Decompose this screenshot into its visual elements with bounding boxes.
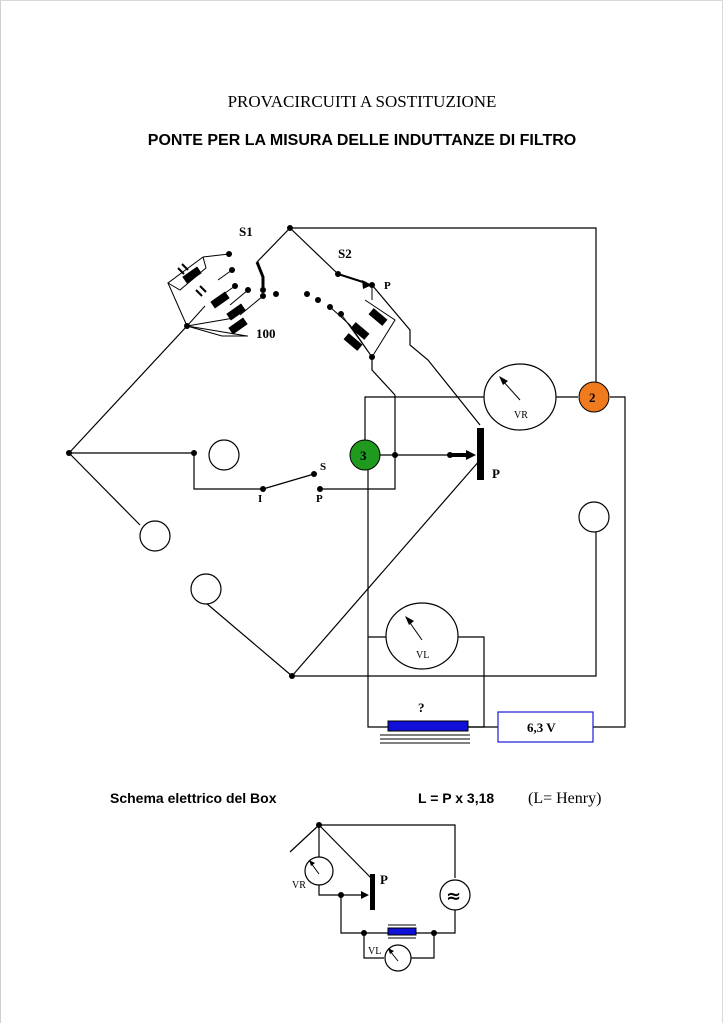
unknown-inductor <box>380 720 470 744</box>
vr-meter <box>483 363 557 431</box>
jack-b[interactable] <box>139 520 171 552</box>
box-junction-dots <box>316 822 437 936</box>
wire-s2-to-pot-top <box>371 284 481 426</box>
box-ac-source <box>439 879 471 911</box>
switch-s-label: S <box>320 461 326 473</box>
wire-3-to-vr <box>364 396 484 455</box>
resistor-value-label: 100 <box>256 326 276 341</box>
wire-pot-to-bottom <box>291 459 481 677</box>
wire-3-to-inductor <box>367 470 388 728</box>
jack-d[interactable] <box>578 501 610 533</box>
wire-s1-to-left-node <box>68 325 188 454</box>
wire-left-to-jack-b <box>68 452 141 526</box>
vl-label: VL <box>416 650 429 661</box>
box-caption: Schema elettrico del Box <box>110 790 277 806</box>
vr-label: VR <box>514 410 528 421</box>
switch-p-label: P <box>316 493 323 505</box>
potentiometer[interactable] <box>450 428 484 480</box>
vl-meter <box>385 602 459 670</box>
box-vl-meter <box>384 944 412 972</box>
unknown-inductor-label: ? <box>418 700 425 715</box>
wire-bottom-to-right-jack <box>292 532 597 677</box>
potentiometer-label: P <box>492 466 500 481</box>
switch-blade <box>262 473 315 490</box>
document-title: PROVACIRCUITI A SOSTITUZIONE <box>227 92 497 111</box>
wire-s2-res-bottom <box>371 357 396 396</box>
wire-s2-feed <box>289 227 339 275</box>
box-ac-source-symbol: ≈ <box>446 886 461 907</box>
box-potentiometer <box>361 874 375 910</box>
inductance-formula: L = P x 3,18 <box>418 790 495 806</box>
jack-c[interactable] <box>190 573 222 605</box>
jack-a[interactable] <box>208 439 240 471</box>
box-wires <box>289 824 456 959</box>
wire-switch-p <box>320 455 396 490</box>
s2-label: S2 <box>338 246 352 261</box>
s2-selector[interactable] <box>304 271 396 360</box>
main-wires <box>68 227 626 728</box>
terminal-2[interactable] <box>578 381 610 413</box>
wire-top-to-terminal-2 <box>290 227 597 382</box>
box-vr-label: VR <box>292 880 306 891</box>
wire-s1-feed <box>256 227 291 263</box>
wire-jack-to-switch <box>193 453 263 490</box>
wire-jack-c-to-bottom <box>205 602 293 677</box>
document-subtitle: PONTE PER LA MISURA DELLE INDUTTANZE DI … <box>147 132 577 149</box>
formula-unit: (L= Henry) <box>528 790 602 807</box>
box-pot-label: P <box>380 872 388 887</box>
terminal-3-label: 3 <box>360 448 367 463</box>
wire-vl-right <box>457 636 485 728</box>
s2-position-p-label: P <box>384 280 391 292</box>
s1-selector[interactable] <box>167 225 293 337</box>
supply-label: 6,3 V <box>527 720 556 735</box>
switch-i-label: I <box>258 493 262 505</box>
supply-box <box>497 711 594 743</box>
box-inductor <box>387 924 417 939</box>
box-vl-label: VL <box>368 946 381 957</box>
wire-2-to-supply <box>593 396 626 728</box>
s1-label: S1 <box>239 224 253 239</box>
terminal-2-label: 2 <box>589 390 596 405</box>
terminal-3[interactable] <box>349 439 381 471</box>
box-vr-meter <box>304 856 334 886</box>
